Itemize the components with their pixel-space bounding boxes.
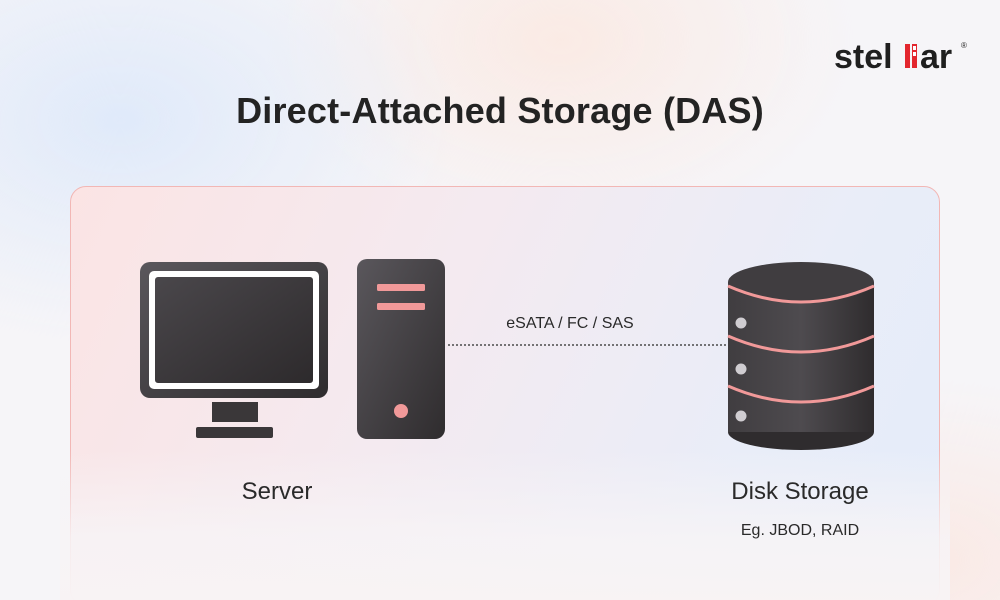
- drive-led-1: [735, 317, 747, 329]
- server-tower-icon: [357, 259, 445, 439]
- logo-text-end: ar: [920, 38, 952, 74]
- server-label: Server: [241, 478, 313, 505]
- disk-storage-label: Disk Storage: [731, 478, 869, 505]
- stellar-logo-mark: stel ar ®: [834, 38, 967, 74]
- logo-bars-icon: [905, 44, 917, 68]
- logo-trademark: ®: [961, 41, 967, 50]
- logo-text-start: stel: [834, 38, 893, 74]
- disk-storage-sublabel: Eg. JBOD, RAID: [740, 522, 860, 539]
- disk-storage-icon: [727, 262, 875, 450]
- stellar-logo: stel ar ®: [834, 38, 970, 74]
- drive-led-3: [735, 410, 747, 422]
- monitor-icon: [140, 262, 328, 438]
- drive-led-2: [735, 363, 747, 375]
- page-title: Direct-Attached Storage (DAS): [236, 90, 764, 131]
- connection-label: eSATA / FC / SAS: [506, 315, 634, 332]
- panel-fade: [60, 450, 950, 600]
